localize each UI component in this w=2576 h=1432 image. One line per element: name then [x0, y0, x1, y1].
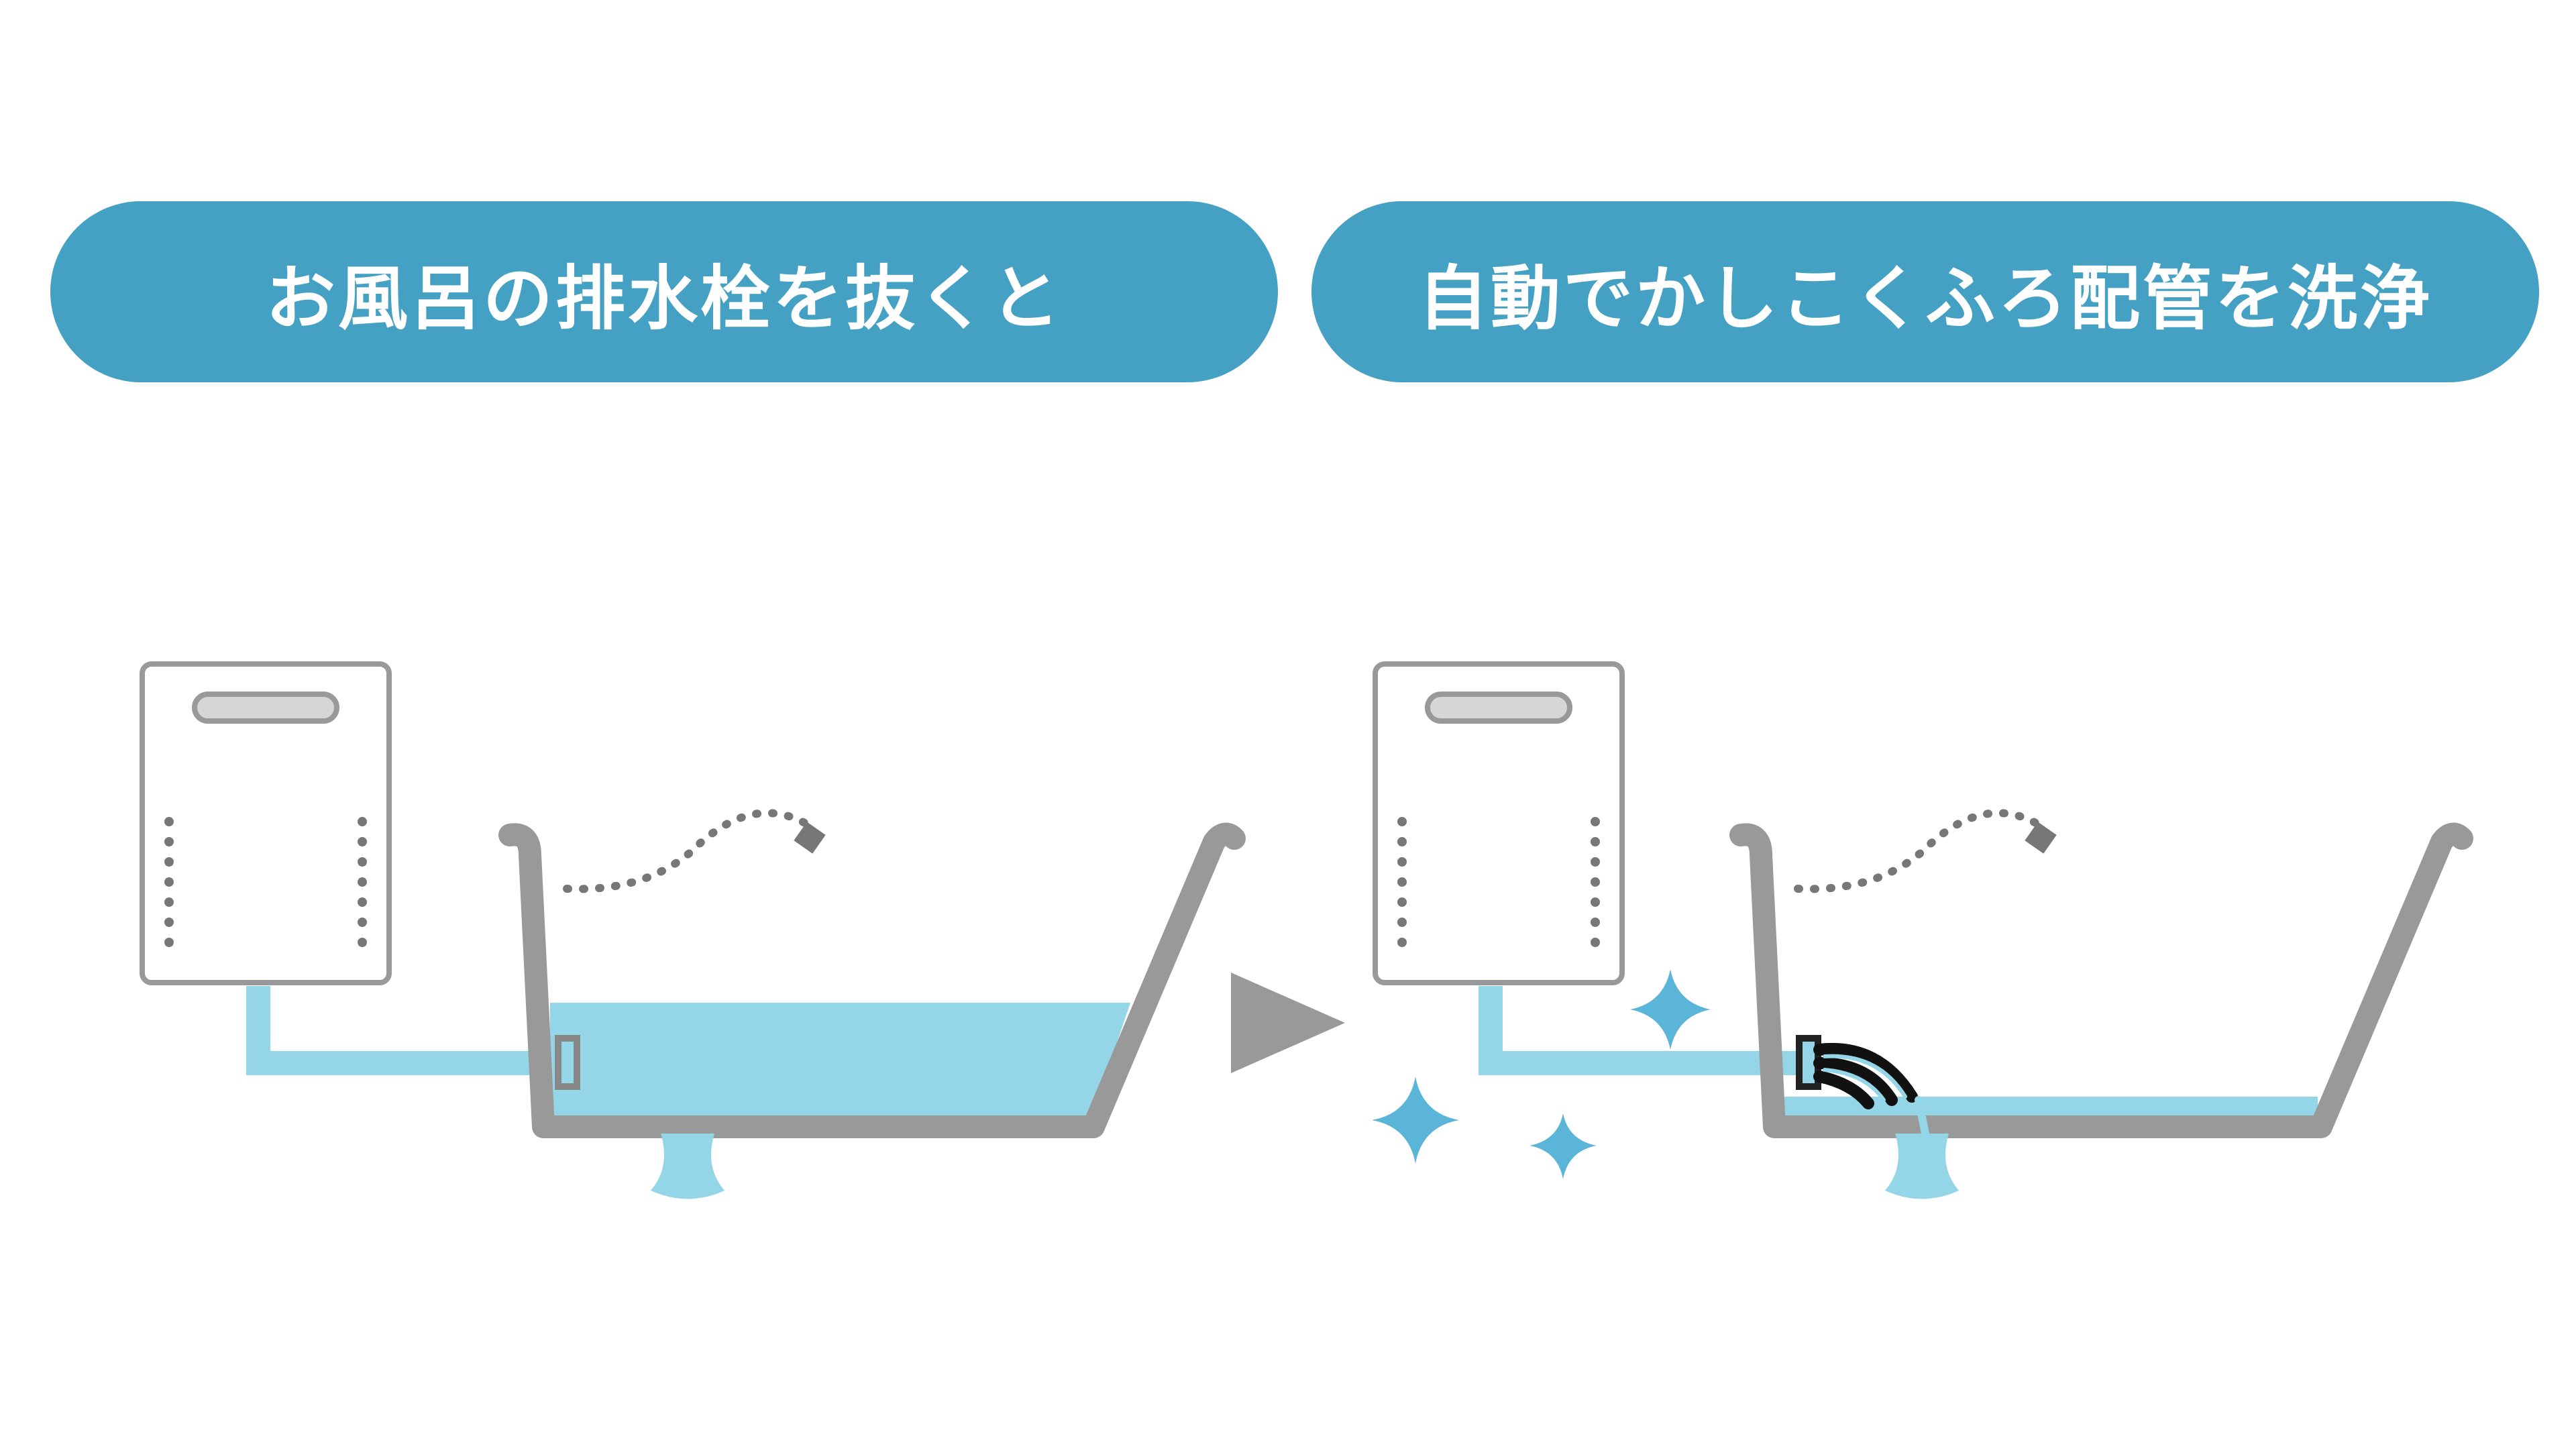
step2-label-pill: 自動でかしこくふろ配管を洗浄: [1311, 201, 2539, 382]
drain-outflow: [651, 1081, 724, 1199]
shower-head-icon-after: [2025, 822, 2057, 854]
sparkle-icon: [1529, 1113, 1597, 1179]
sparkle-icon: [1630, 969, 1711, 1050]
step1-label: お風呂の排水栓を抜くと: [265, 257, 1063, 339]
shower-hose-after: [1794, 809, 2043, 893]
sparkle-icon: [1372, 1077, 1459, 1164]
shower-hose: [563, 809, 812, 893]
scene-before: [140, 661, 1246, 1199]
next-step-arrow-icon: [1231, 973, 1345, 1073]
supply-pipe: [246, 986, 557, 1075]
bathtub-outline: [498, 822, 1246, 1138]
supply-pipe-flushing: [1479, 986, 1801, 1075]
tub-water-full: [550, 1003, 1130, 1127]
sparkle-icons: [1372, 969, 1711, 1179]
step1-label-pill: お風呂の排水栓を抜くと: [50, 201, 1278, 382]
shower-head-icon: [794, 822, 826, 854]
flush-jets: [1813, 1042, 1918, 1109]
water-heater: [140, 661, 392, 985]
scene-after: [1372, 661, 2473, 1199]
pipe-fitting: [555, 1035, 580, 1090]
step2-label: 自動でかしこくふろ配管を洗浄: [1417, 257, 2432, 339]
water-heater-after: [1373, 661, 1625, 985]
drain-outflow-after: [1885, 1096, 1959, 1199]
bathtub-outline-after: [1729, 822, 2473, 1138]
